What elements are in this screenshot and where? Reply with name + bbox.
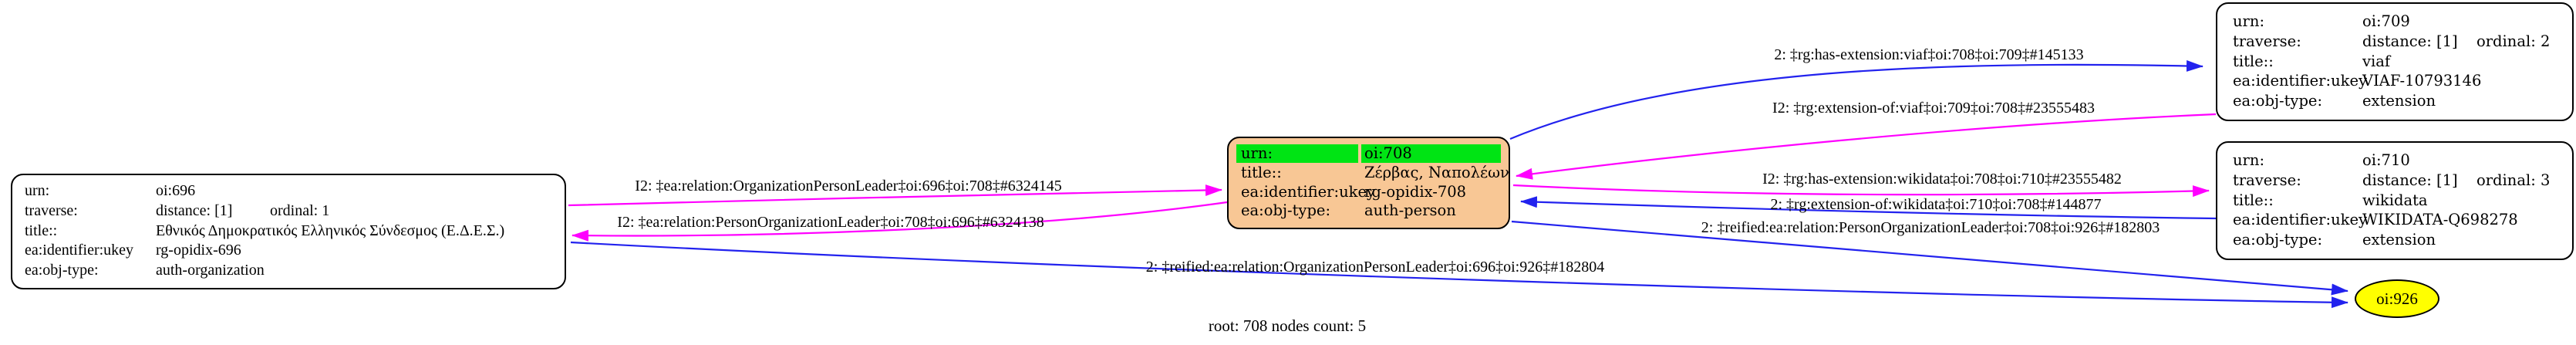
row-value: distance: [1] [2362, 171, 2458, 189]
row-key: title:: [25, 222, 58, 239]
row-key: traverse: [2233, 171, 2301, 189]
node-row-ea-obj-type-: ea:obj-type: extension [2217, 230, 2572, 250]
row-value: oi:710 [2362, 151, 2410, 169]
row-key: title:: [1241, 163, 1282, 181]
graph-node-oi-709[interactable]: urn: oi:709 traverse: distance: [1] ordinal:… [2216, 2, 2574, 121]
graph-node-oi-926[interactable]: oi:926 [2355, 279, 2439, 318]
row-value: WIKIDATA-Q698278 [2362, 211, 2518, 229]
row-key: title:: [2233, 191, 2274, 209]
graph-node-oi-696[interactable]: urn: oi:696 traverse: distance: [1] ordinal:… [11, 174, 566, 289]
node-row-title-: title::viaf [2217, 52, 2572, 72]
row-value: extension [2362, 92, 2436, 110]
edge-relation-organization-person-leader [568, 184, 1222, 207]
row-key: urn: [2233, 12, 2265, 30]
edge-relation-person-organization-leader-label: I2: ‡ea:relation:PersonOrganizationLeade… [617, 214, 1044, 231]
edge-reified-organization-person-leader [570, 241, 2348, 309]
row-value: distance: [1] [156, 201, 233, 219]
node-row-ea-identifier-ukey: ea:identifier:ukey rg-opidix-696 [12, 241, 565, 261]
node-row-traverse-: traverse: distance: [1] ordinal: 3 [2217, 171, 2572, 191]
row-key: title:: [2233, 52, 2274, 70]
row-value: rg-opidix-708 [1364, 182, 1467, 201]
edge-has-extension-wikidata [1512, 184, 2210, 198]
edge-reified-person-organization-leader-label: 2: ‡reified:ea:relation:PersonOrganizati… [1701, 219, 2160, 236]
highlighted-cell [1236, 144, 1358, 163]
row-value: auth-person [1364, 201, 1456, 220]
row-key: ea:obj-type: [25, 262, 99, 279]
row-key: ea:identifier:ukey [25, 242, 134, 259]
node-row-ea-obj-type-: ea:obj-type: auth-organization [12, 261, 565, 281]
row-key: ea:identifier:ukey [2233, 72, 2367, 90]
row-value: distance: [1] [2362, 32, 2458, 50]
row-value: extension [2362, 231, 2436, 249]
edge-has-extension-viaf [1509, 59, 2203, 140]
row-key: traverse: [25, 201, 78, 219]
row-key: ea:obj-type: [2233, 92, 2323, 110]
node-row-urn-: urn: oi:696 [12, 181, 565, 201]
row-key: urn: [25, 182, 50, 199]
graph-root-caption: root: 708 nodes count: 5 [1208, 316, 1367, 335]
node-row-ea-obj-type-: ea:obj-type: extension [2217, 91, 2572, 111]
row-value: viaf [2362, 52, 2391, 70]
edge-has-extension-viaf-label: 2: ‡rg:has-extension:viaf‡oi:708‡oi:709‡… [1774, 46, 2084, 63]
row-key: ea:obj-type: [2233, 231, 2323, 249]
row-key: ea:obj-type: [1241, 201, 1331, 220]
row-key: urn: [2233, 151, 2265, 169]
node-row-title-: title::Ζέρβας, Ναπολέων [1229, 164, 1509, 183]
highlighted-cell [1361, 144, 1501, 163]
row-key: ea:identifier:ukey [2233, 211, 2367, 229]
edge-reified-organization-person-leader-label: 2: ‡reified:ea:relation:OrganizationPers… [1145, 259, 1605, 276]
edge-extension-of-viaf-label: I2: ‡rg:extension-of:viaf‡oi:709‡oi:708‡… [1772, 100, 2095, 117]
row-value: Ζέρβας, Ναπολέων [1364, 163, 1509, 181]
row-value: oi:709 [2362, 12, 2410, 30]
node-row-urn-: urn: oi:708 [1229, 144, 1509, 164]
row-value: oi:708 [1364, 144, 1412, 162]
row-value: VIAF-10793146 [2362, 72, 2482, 90]
node-row-urn-: urn: oi:709 [2217, 12, 2572, 32]
node-row-title-: title::wikidata [2217, 191, 2572, 211]
row-key: traverse: [2233, 32, 2301, 50]
row-key: ea:identifier:ukey [1241, 182, 1375, 201]
row-value: Εθνικός Δημοκρατικός Ελληνικός Σύνδεσμος… [156, 222, 505, 239]
edge-extension-of-wikidata-label: 2: ‡rg:extension-of:wikidata‡oi:710‡oi:7… [1770, 196, 2102, 213]
edge-extension-of-wikidata [1520, 196, 2217, 220]
row-value: wikidata [2362, 191, 2428, 209]
edge-relation-person-organization-leader [572, 201, 1228, 242]
graph-node-oi-710[interactable]: urn: oi:710 traverse: distance: [1] ordinal:… [2216, 141, 2574, 260]
edge-relation-organization-person-leader-label: I2: ‡ea:relation:OrganizationPersonLeade… [635, 178, 1062, 194]
row-value-ordinal: ordinal: 3 [2477, 171, 2551, 189]
edge-extension-of-viaf [1516, 113, 2217, 180]
row-value: rg-opidix-696 [156, 242, 241, 259]
node-label: oi:926 [2376, 289, 2418, 308]
node-row-urn-: urn: oi:710 [2217, 151, 2572, 171]
row-value: oi:696 [156, 182, 196, 199]
row-value: auth-organization [156, 262, 265, 279]
node-row-traverse-: traverse: distance: [1] ordinal: 2 [2217, 32, 2572, 52]
node-row-title-: title::Εθνικός Δημοκρατικός Ελληνικός Σύ… [12, 222, 565, 242]
row-key: urn: [1241, 144, 1273, 162]
row-value-ordinal: ordinal: 2 [2477, 32, 2551, 50]
edge-reified-person-organization-leader [1511, 220, 2348, 296]
row-value-ordinal: ordinal: 1 [270, 201, 330, 219]
node-row-traverse-: traverse: distance: [1] ordinal: 1 [12, 201, 565, 222]
node-row-ea-obj-type-: ea:obj-type: auth-person [1229, 201, 1509, 221]
edge-has-extension-wikidata-label: I2: ‡rg:has-extension:wikidata‡oi:708‡oi… [1762, 171, 2122, 188]
